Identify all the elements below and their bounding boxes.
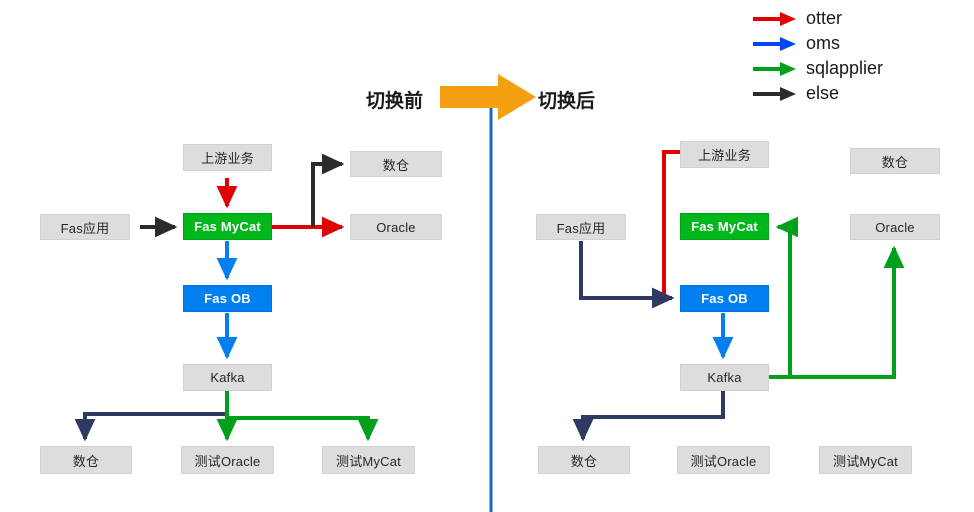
legend-item-else[interactable]: else xyxy=(752,81,883,106)
node-after-warehouse-top[interactable]: 数仓 xyxy=(850,148,940,174)
edge-upstream-to-fasob xyxy=(652,150,680,309)
node-after-oracle[interactable]: Oracle xyxy=(850,214,940,240)
legend-label-sqlapplier: sqlapplier xyxy=(806,58,884,78)
edge-fasmycat-to-warehouse-top xyxy=(311,153,345,227)
transition-arrow-icon xyxy=(440,74,536,120)
node-after-test-oracle[interactable]: 测试Oracle xyxy=(677,446,770,474)
legend-label-otter: otter xyxy=(806,8,843,28)
node-after-fas-ob[interactable]: Fas OB xyxy=(680,285,769,312)
node-before-fas-app[interactable]: Fas应用 xyxy=(40,214,130,240)
node-after-upstream[interactable]: 上游业务 xyxy=(680,141,769,168)
edge-kafka-to-warehouse-bottom-right xyxy=(572,391,725,442)
node-after-fas-app[interactable]: Fas应用 xyxy=(536,214,626,240)
node-before-kafka[interactable]: Kafka xyxy=(183,364,272,391)
edge-kafka-to-oracle-right xyxy=(768,245,905,379)
node-after-test-mycat[interactable]: 测试MyCat xyxy=(819,446,912,474)
node-after-kafka[interactable]: Kafka xyxy=(680,364,769,391)
legend: otter oms sqlapplier else xyxy=(752,6,883,106)
edge-kafka-to-warehouse-bottom xyxy=(74,391,229,442)
arrow-right-icon xyxy=(753,61,796,76)
edge-kafka-to-fasmycat-right xyxy=(768,216,798,379)
node-after-warehouse-bottom[interactable]: 数仓 xyxy=(538,446,630,474)
node-after-fas-mycat[interactable]: Fas MyCat xyxy=(680,213,769,240)
node-before-warehouse-bottom[interactable]: 数仓 xyxy=(40,446,132,474)
edge-kafka-to-test-mycat xyxy=(225,391,379,442)
phase-label-before: 切换前 xyxy=(366,91,424,112)
node-before-warehouse-top[interactable]: 数仓 xyxy=(350,151,442,177)
legend-label-oms: oms xyxy=(806,33,841,53)
node-before-test-oracle[interactable]: 测试Oracle xyxy=(181,446,274,474)
arrow-right-icon xyxy=(753,36,796,51)
legend-item-otter[interactable]: otter xyxy=(752,6,883,31)
node-before-fas-mycat[interactable]: Fas MyCat xyxy=(183,213,272,240)
node-before-test-mycat[interactable]: 测试MyCat xyxy=(322,446,415,474)
legend-label-else: else xyxy=(806,83,840,103)
node-before-oracle[interactable]: Oracle xyxy=(350,214,442,240)
arrow-right-icon xyxy=(753,11,796,26)
edge-fasapp-to-fasob xyxy=(579,241,675,309)
phase-label-after: 切换后 xyxy=(538,91,596,112)
legend-item-sqlapplier[interactable]: sqlapplier xyxy=(752,56,883,81)
legend-item-oms[interactable]: oms xyxy=(752,31,883,56)
node-before-fas-ob[interactable]: Fas OB xyxy=(183,285,272,312)
node-before-upstream[interactable]: 上游业务 xyxy=(183,144,272,171)
arrow-right-icon xyxy=(753,86,796,101)
